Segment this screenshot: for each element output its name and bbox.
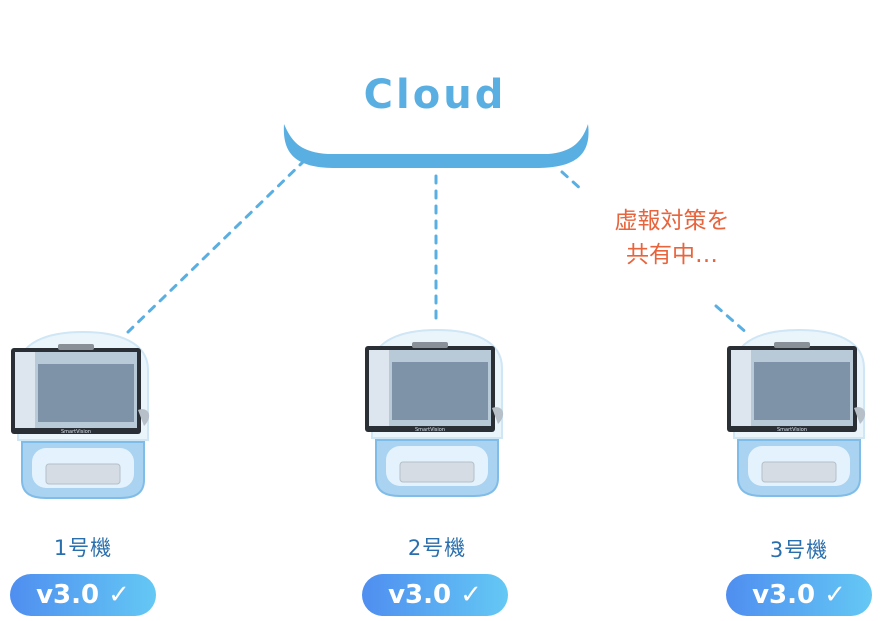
version-text: v3.0 [36, 580, 100, 610]
svg-text:SmartVision: SmartVision [61, 429, 91, 435]
check-icon: ✓ [824, 580, 846, 610]
status-note-line-2: 共有中… [626, 242, 718, 268]
cloud-title: Cloud [363, 72, 507, 118]
version-badge-3: v3.0 ✓ [726, 574, 872, 616]
kiosk-icon: SmartVision [365, 328, 504, 497]
kiosk-device-2: SmartVision [362, 328, 512, 498]
status-note-line-1: 虚報対策を [614, 208, 730, 234]
check-icon: ✓ [108, 580, 130, 610]
version-text: v3.0 [388, 580, 452, 610]
check-icon: ✓ [460, 580, 482, 610]
cloud-icon [283, 124, 589, 168]
link-device-3-bottom [714, 304, 750, 336]
kiosk-icon: SmartVision [727, 328, 866, 497]
kiosk-device-1: SmartVision [8, 330, 158, 500]
version-badge-1: v3.0 ✓ [10, 574, 156, 616]
link-device-1 [126, 158, 307, 334]
status-note: 虚報対策を 共有中… [592, 204, 752, 272]
kiosk-icon: SmartVision [11, 330, 150, 499]
svg-text:SmartVision: SmartVision [777, 427, 807, 433]
device-label-3: 3号機 [769, 538, 829, 562]
version-badge-2: v3.0 ✓ [362, 574, 508, 616]
device-label-1: 1号機 [53, 536, 113, 560]
version-text: v3.0 [752, 580, 816, 610]
link-device-3-top [560, 170, 584, 192]
svg-text:SmartVision: SmartVision [415, 427, 445, 433]
kiosk-device-3: SmartVision [724, 328, 874, 498]
device-label-2: 2号機 [407, 536, 467, 560]
